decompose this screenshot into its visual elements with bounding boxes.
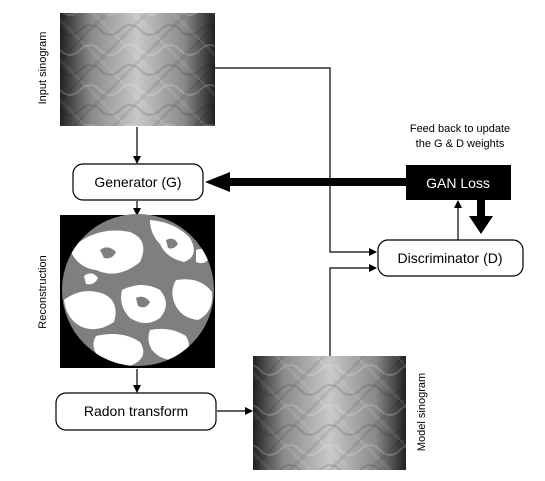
arrow-model-sinogram-to-discriminator [329,264,377,356]
gan-loss-label: GAN Loss [426,175,490,191]
gan-loss-box: GAN Loss [406,165,511,200]
feedback-arrow-to-generator [205,172,406,192]
generator-label: Generator (G) [94,174,181,190]
model-sinogram-image [253,356,406,470]
radon-transform-box: Radon transform [55,392,217,431]
discriminator-box: Discriminator (D) [377,239,524,277]
reconstruction-label: Reconstruction [37,255,49,328]
discriminator-label: Discriminator (D) [398,250,503,266]
feedback-note-line1: Feed back to update [410,123,510,135]
arrow-sinogram-to-discriminator [215,67,377,256]
input-sinogram-image [60,13,215,126]
radon-transform-label: Radon transform [84,403,188,419]
input-sinogram-label: Input sinogram [37,32,49,105]
feedback-arrow-to-discriminator [469,200,493,234]
model-sinogram-label: Model sinogram [416,373,428,451]
reconstruction-image [60,214,215,368]
generator-box: Generator (G) [72,163,204,201]
feedback-note-line2: the G & D weights [416,138,505,150]
